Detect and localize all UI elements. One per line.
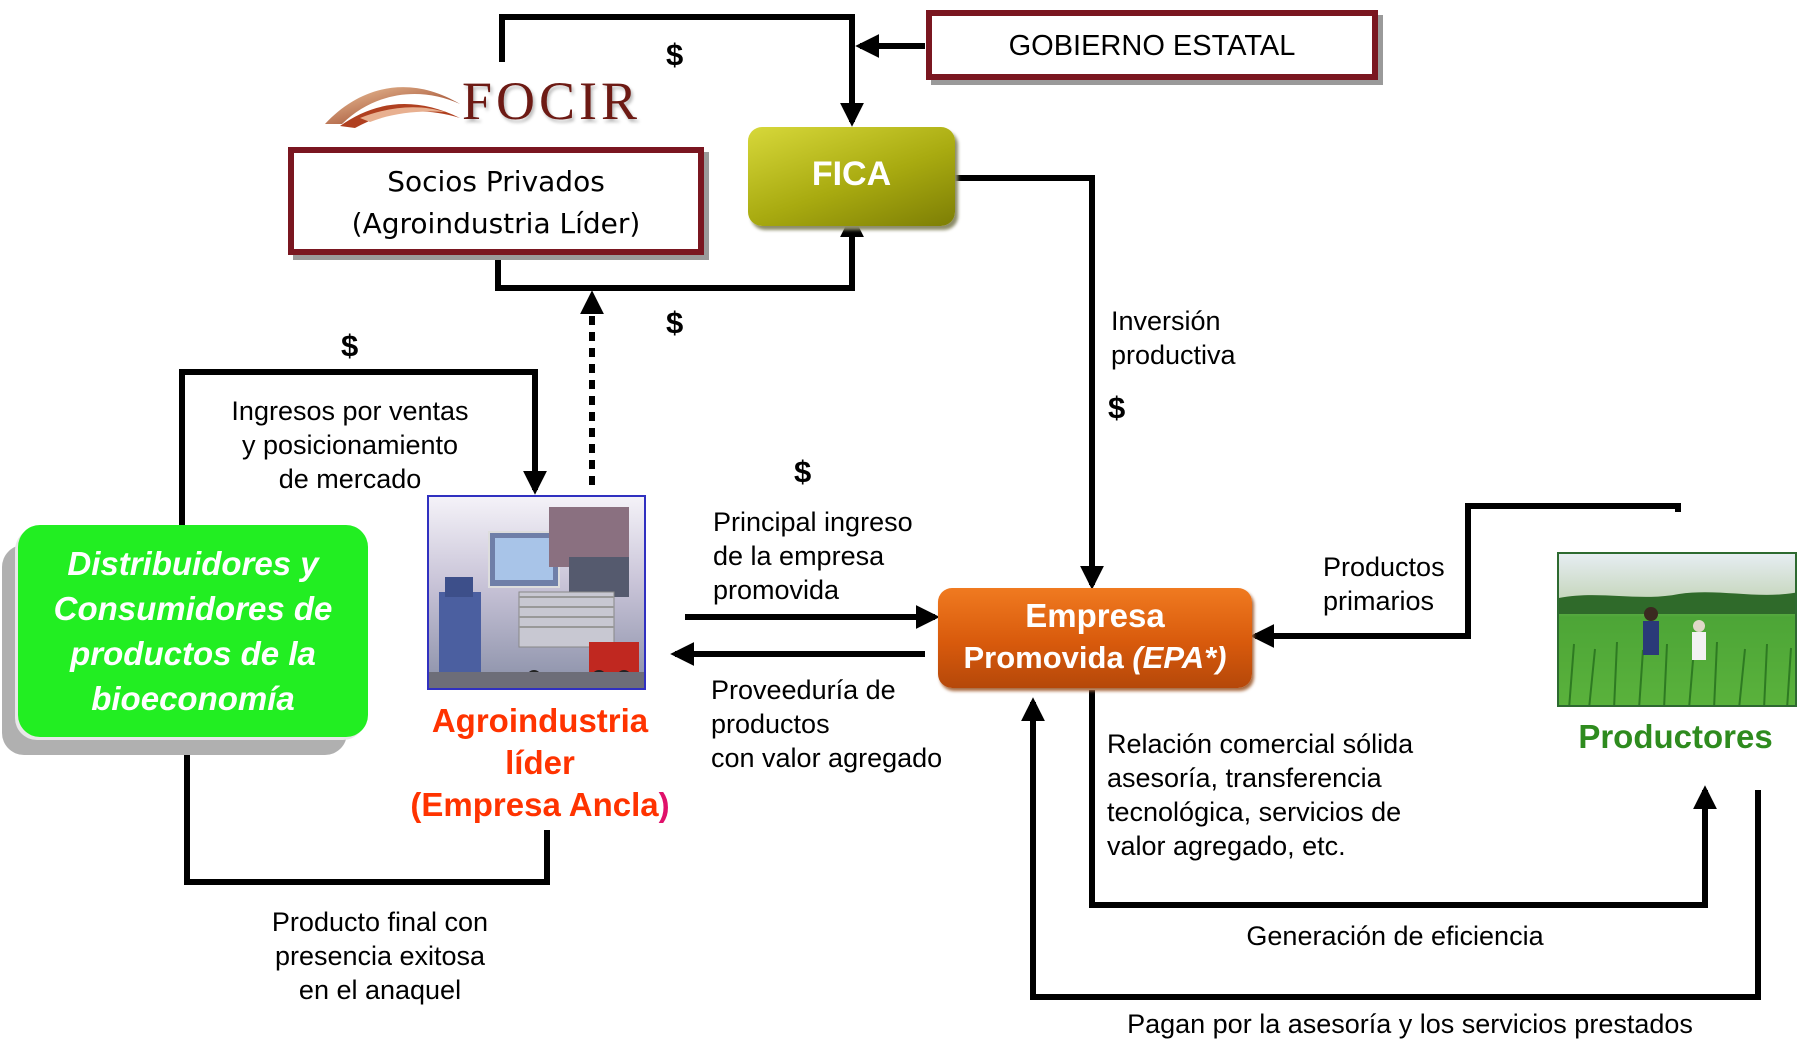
producto-final-line3: en el anaquel bbox=[298, 975, 462, 1005]
empresa-line1: Empresa bbox=[1025, 597, 1165, 634]
generacion-eficiencia-label: Generación de eficiencia bbox=[1246, 921, 1544, 951]
distribuidores-line4: bioeconomía bbox=[91, 680, 295, 717]
proveeduria-line1: Proveeduría de bbox=[711, 675, 896, 705]
ingresos-line2: y posicionamiento bbox=[241, 430, 459, 460]
agroindustria-collage-image bbox=[427, 495, 646, 690]
agroindustria-line3: (Empresa Ancla bbox=[410, 786, 659, 823]
distribuidores-line1: Distribuidores y bbox=[67, 545, 319, 582]
proveeduria-line2: productos bbox=[711, 709, 830, 739]
relacion-line1: Relación comercial sólida bbox=[1107, 729, 1414, 759]
ingresos-line1: Ingresos por ventas bbox=[231, 396, 469, 426]
socios-privados-box: Socios Privados (Agroindustria Líder) bbox=[288, 147, 704, 255]
inversion-line1: Inversión bbox=[1111, 306, 1221, 336]
empresa-line2-italic: (EPA*) bbox=[1132, 640, 1227, 675]
productores-field-photo bbox=[1557, 552, 1797, 707]
gobierno-estatal-label: GOBIERNO ESTATAL bbox=[1008, 30, 1296, 62]
distribuidores-line3: productos de la bbox=[70, 635, 316, 672]
relacion-line4: valor agregado, etc. bbox=[1107, 831, 1346, 861]
fica-to-empresa-line bbox=[954, 175, 1104, 590]
productos-primarios-label: Productos primarios bbox=[1323, 550, 1445, 618]
dollar-socios-fica: $ bbox=[666, 305, 684, 340]
socios-privados-line1: Socios Privados bbox=[387, 165, 605, 198]
inversion-label: Inversión productiva bbox=[1111, 304, 1236, 372]
focir-to-fica-line bbox=[499, 14, 864, 127]
principal-line3: promovida bbox=[713, 575, 840, 605]
productores-to-empresa-payment-line bbox=[1021, 697, 1761, 1000]
empresa-line2: Promovida bbox=[963, 640, 1124, 675]
agroindustria-to-distribuidores-line bbox=[184, 738, 550, 885]
focir-logo: FOCIR bbox=[320, 66, 660, 136]
relacion-comercial-label: Relación comercial sólida asesoría, tran… bbox=[1107, 727, 1413, 863]
relacion-line3: tecnológica, servicios de bbox=[1107, 797, 1402, 827]
productos-primarios-line2: primarios bbox=[1323, 586, 1435, 616]
agroindustria-label: Agroindustria líder (Empresa Ancla) bbox=[390, 700, 690, 826]
agroindustria-line2: líder bbox=[505, 744, 575, 781]
agroindustria-line3-wrap: (Empresa Ancla) bbox=[390, 784, 690, 826]
producto-final-line2: presencia exitosa bbox=[274, 941, 486, 971]
distribuidores-box: Distribuidores y Consumidores de product… bbox=[18, 525, 368, 737]
producto-final-label: Producto final con presencia exitosa en … bbox=[230, 905, 530, 1007]
agroindustria-closing-paren: ) bbox=[658, 786, 670, 823]
principal-line2: de la empresa bbox=[713, 541, 885, 571]
inversion-line2: productiva bbox=[1111, 340, 1236, 370]
productores-label: Productores bbox=[1578, 718, 1773, 755]
principal-line1: Principal ingreso bbox=[713, 507, 913, 537]
principal-ingreso-label: Principal ingreso de la empresa promovid… bbox=[713, 505, 913, 607]
socios-privados-line2: (Agroindustria Líder) bbox=[351, 207, 641, 240]
agroindustria-line1: Agroindustria bbox=[431, 702, 649, 739]
empresa-promovida-box: Empresa Promovida (EPA*) bbox=[938, 588, 1252, 688]
empresa-to-productores-line bbox=[1089, 690, 1717, 908]
proveeduria-line3: con valor agregado bbox=[711, 743, 943, 773]
dollar-focir-fica: $ bbox=[666, 37, 684, 72]
ingresos-label: Ingresos por ventas y posicionamiento de… bbox=[200, 394, 500, 496]
gobierno-estatal-box: GOBIERNO ESTATAL bbox=[926, 10, 1378, 80]
dollar-ingresos: $ bbox=[341, 328, 359, 363]
pagan-asesoria-label: Pagan por la asesoría y los servicios pr… bbox=[1127, 1009, 1693, 1039]
relacion-line2: asesoría, transferencia bbox=[1107, 763, 1382, 793]
fica-label: FICA bbox=[811, 155, 892, 193]
socios-to-fica-line bbox=[495, 213, 864, 291]
productores-to-empresa-line bbox=[1250, 503, 1681, 648]
proveeduria-label: Proveeduría de productos con valor agreg… bbox=[711, 673, 942, 775]
productos-primarios-line1: Productos bbox=[1323, 552, 1445, 582]
dollar-inversion: $ bbox=[1108, 390, 1126, 425]
fica-box: FICA bbox=[748, 127, 955, 226]
dollar-principal-ingreso: $ bbox=[794, 454, 812, 489]
producto-final-line1: Producto final con bbox=[271, 907, 489, 937]
focir-logo-text: FOCIR bbox=[462, 71, 642, 131]
empresa-line2-wrap: Promovida (EPA*) bbox=[938, 640, 1252, 676]
distribuidores-to-agroindustria-line bbox=[179, 369, 547, 525]
ingresos-line3: de mercado bbox=[278, 464, 422, 494]
distribuidores-line2: Consumidores de bbox=[53, 590, 333, 627]
